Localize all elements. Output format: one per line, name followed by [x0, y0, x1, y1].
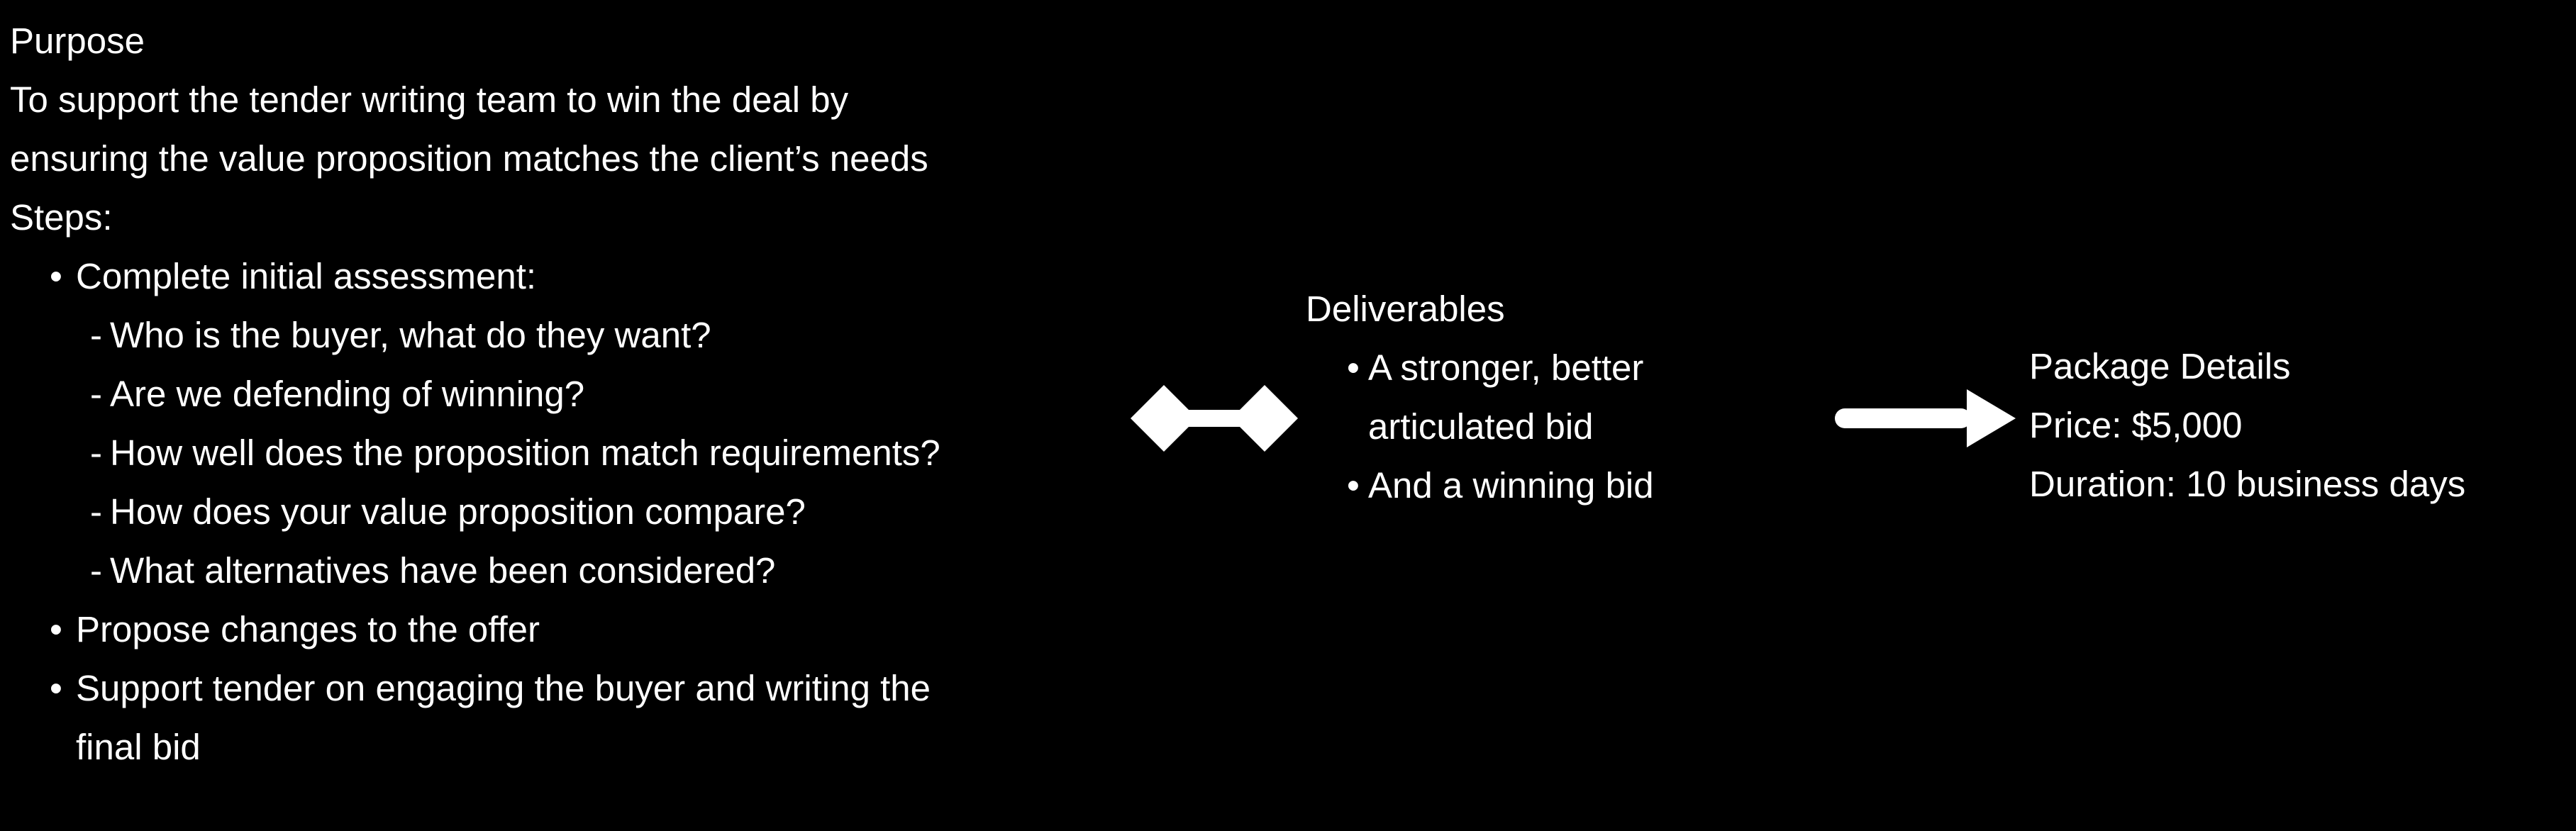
sub-step-label: What alternatives have been considered?: [110, 550, 776, 591]
step-item-label-continuation: final bid: [76, 727, 201, 767]
sub-step-item: - Who is the buyer, what do they want?: [90, 306, 940, 364]
step-item-label: Support tender on engaging the buyer and…: [76, 668, 931, 708]
purpose-description-line: ensuring the value proposition matches t…: [10, 138, 928, 179]
step-item-label: Propose changes to the offer: [76, 609, 540, 649]
deliverable-item: • And a winning bid: [1347, 456, 1654, 515]
bullet-marker: •: [50, 256, 62, 296]
package-details-title: Package Details: [2029, 346, 2291, 386]
purpose-section: Purpose To support the tender writing te…: [10, 11, 940, 776]
step-item: • Complete initial assessment:: [50, 247, 940, 306]
dash-marker: -: [90, 550, 102, 591]
sub-step-label: Who is the buyer, what do they want?: [110, 315, 711, 355]
sub-step-item: - Are we defending of winning?: [90, 364, 940, 423]
bullet-marker: •: [1347, 465, 1360, 506]
dash-marker: -: [90, 433, 102, 473]
bullet-marker: •: [1347, 347, 1360, 388]
deliverable-item-label: And a winning bid: [1368, 465, 1654, 506]
deliverables-section: Deliverables • A stronger, better articu…: [1306, 279, 1654, 515]
diamond-link-connector-icon: [1131, 385, 1298, 452]
bullet-marker: •: [50, 668, 62, 708]
sub-step-label: How well does the proposition match requ…: [110, 433, 940, 473]
steps-label: Steps:: [10, 197, 113, 238]
dash-marker: -: [90, 374, 102, 414]
step-item-label: Complete initial assessment:: [76, 256, 537, 296]
deliverable-item-label-continuation: articulated bid: [1368, 406, 1594, 447]
purpose-description-line: To support the tender writing team to wi…: [10, 79, 849, 120]
package-duration: Duration: 10 business days: [2029, 464, 2466, 504]
sub-step-label: How does your value proposition compare?: [110, 491, 806, 532]
deliverable-item: • A stronger, better: [1347, 338, 1654, 397]
package-price: Price: $5,000: [2029, 405, 2243, 445]
right-arrow-icon: [1835, 389, 2016, 447]
sub-step-item: - How does your value proposition compar…: [90, 482, 940, 541]
step-item: • Propose changes to the offer: [50, 600, 940, 659]
sub-step-label: Are we defending of winning?: [110, 374, 585, 414]
deliverable-item-label: A stronger, better: [1368, 347, 1644, 388]
step-item: • Support tender on engaging the buyer a…: [50, 659, 940, 718]
dash-marker: -: [90, 491, 102, 532]
sub-step-item: - What alternatives have been considered…: [90, 541, 940, 600]
purpose-title: Purpose: [10, 21, 145, 61]
deliverables-title: Deliverables: [1306, 289, 1505, 329]
sub-step-item: - How well does the proposition match re…: [90, 423, 940, 482]
package-details-section: Package Details Price: $5,000 Duration: …: [2029, 337, 2465, 513]
dash-marker: -: [90, 315, 102, 355]
bullet-marker: •: [50, 609, 62, 649]
